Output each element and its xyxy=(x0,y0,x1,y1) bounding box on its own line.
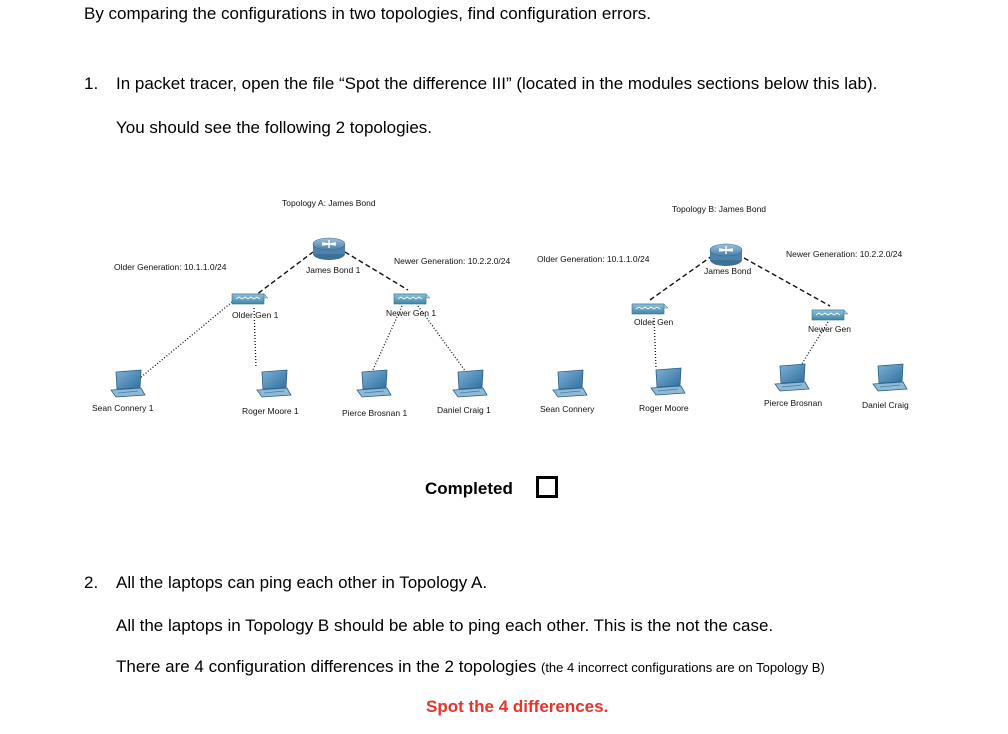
switch-icon xyxy=(631,303,669,315)
router-icon xyxy=(312,237,346,261)
topology-a-switch-old-label: Older Gen 1 xyxy=(232,310,279,320)
topology-b-pc-label: Roger Moore xyxy=(639,403,689,413)
laptop-icon xyxy=(256,369,292,398)
laptop-icon xyxy=(552,369,588,398)
switch-icon xyxy=(393,293,431,305)
topology-b-newer-network: Newer Generation: 10.2.2.0/24 xyxy=(786,249,903,259)
topology-a-switch-new-label: Newer Gen 1 xyxy=(386,308,437,318)
topology-a-title: Topology A: James Bond xyxy=(282,198,376,208)
completed-checkbox[interactable] xyxy=(536,476,558,498)
topology-a-pc-label: Daniel Craig 1 xyxy=(437,405,491,415)
laptop-icon xyxy=(872,363,908,392)
step-1-number: 1. xyxy=(84,74,99,93)
topology-b-switch-old-label: Older Gen xyxy=(634,317,674,327)
step-2-line-3-main: There are 4 configuration differences in… xyxy=(116,657,537,676)
topology-a-pc-label: Roger Moore 1 xyxy=(242,406,299,416)
topology-b-pc-label: Sean Connery xyxy=(540,404,595,414)
switch-icon xyxy=(231,293,269,305)
topology-a-links xyxy=(139,251,467,379)
laptop-icon xyxy=(774,363,810,392)
completed-label: Completed xyxy=(425,479,513,498)
topology-b-older-network: Older Generation: 10.1.1.0/24 xyxy=(537,254,650,264)
topology-b-title: Topology B: James Bond xyxy=(672,204,767,214)
step-2-line-1: All the laptops can ping each other in T… xyxy=(116,573,488,592)
topology-a-pc-label: Sean Connery 1 xyxy=(92,403,154,413)
step-2-line-3-note: (the 4 incorrect configurations are on T… xyxy=(540,660,825,675)
laptop-icon xyxy=(356,369,392,398)
intro-text: By comparing the configurations in two t… xyxy=(84,4,651,23)
laptop-icon xyxy=(452,369,488,398)
step-2-line-2: All the laptops in Topology B should be … xyxy=(116,616,774,635)
laptop-icon xyxy=(650,367,686,396)
topology-b-pc-label: Daniel Craig xyxy=(862,400,909,410)
topology-a-older-network: Older Generation: 10.1.1.0/24 xyxy=(114,262,227,272)
step-1-line-2: You should see the following 2 topologie… xyxy=(116,118,432,137)
topology-a-pc-label: Pierce Brosnan 1 xyxy=(342,408,408,418)
topology-b-switch-new-label: Newer Gen xyxy=(808,324,851,334)
topology-b-links xyxy=(649,255,831,371)
switch-icon xyxy=(811,309,849,321)
laptop-icon xyxy=(110,369,146,398)
step-2-number: 2. xyxy=(84,573,99,592)
topology-a-router-label: James Bond 1 xyxy=(306,265,361,275)
spot-differences-callout: Spot the 4 differences. xyxy=(426,697,609,716)
step-2-line-3: There are 4 configuration differences in… xyxy=(116,657,825,677)
topology-b-router-label: James Bond xyxy=(704,266,752,276)
topology-diagram xyxy=(110,237,908,398)
step-1-line-1: In packet tracer, open the file “Spot th… xyxy=(116,74,878,93)
topology-a-newer-network: Newer Generation: 10.2.2.0/24 xyxy=(394,256,511,266)
router-icon xyxy=(709,243,743,267)
topology-b-pc-label: Pierce Brosnan xyxy=(764,398,823,408)
